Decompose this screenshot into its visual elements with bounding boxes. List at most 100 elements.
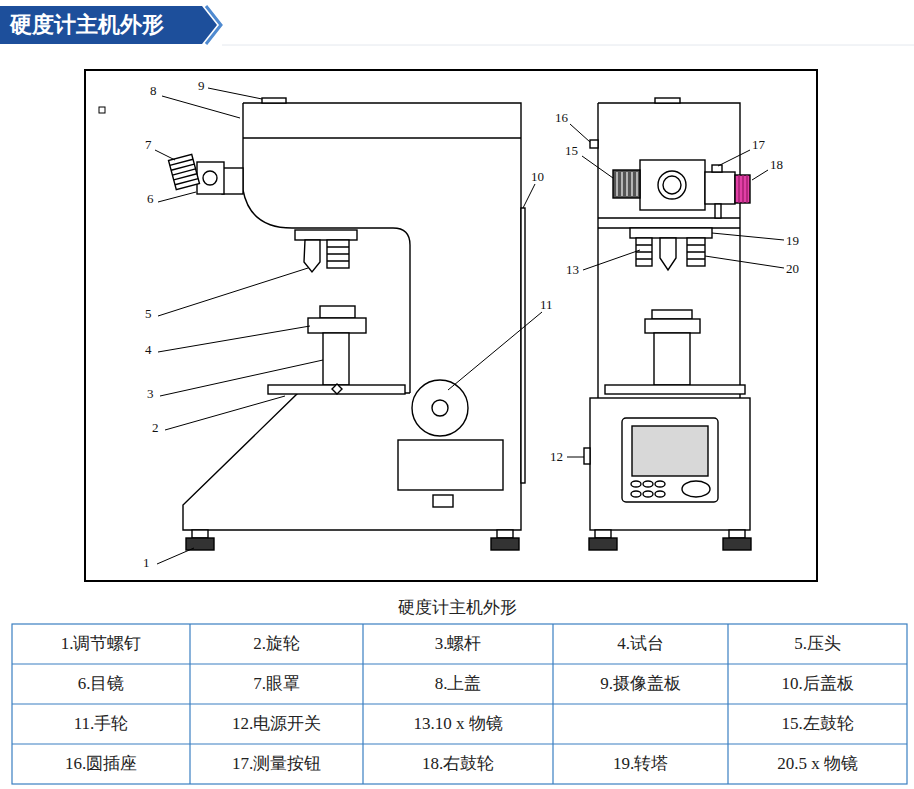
leader-lines-part (718, 150, 750, 166)
front-view-machine-part (654, 333, 690, 385)
front-view-machine-part (617, 172, 637, 196)
front-view-machine-part (589, 538, 617, 550)
leader-lines-part (155, 150, 175, 160)
leader-lines-part (752, 170, 768, 180)
side-view-machine (169, 98, 525, 550)
callout-number: 6 (147, 192, 154, 206)
side-view-machine-part (197, 162, 224, 194)
leader-lines-part (157, 548, 194, 564)
figure-caption: 硬度计主机外形 (0, 596, 914, 618)
front-view-machine-part (631, 491, 641, 497)
front-view-machine-part (652, 310, 692, 319)
callout-number: 16 (555, 111, 568, 125)
side-view-machine-part (308, 318, 366, 333)
side-view-machine-part (268, 385, 405, 394)
leader-lines-part (570, 124, 590, 142)
front-view-machine-part (630, 228, 712, 238)
callout-number: 15 (565, 144, 578, 158)
table-cell: 13.10 x 物镜 (364, 704, 552, 744)
title-banner (0, 6, 914, 45)
title-banner-part (0, 6, 217, 44)
side-view-machine-part (491, 538, 519, 550)
table-cell: 3.螺杆 (364, 624, 552, 664)
parts-table-part (12, 663, 907, 664)
front-view-machine-part (631, 481, 641, 487)
side-view-machine-part (521, 208, 525, 483)
table-cell: 15.左鼓轮 (729, 704, 906, 744)
front-view-machine (584, 98, 751, 550)
table-cell: 17.测量按钮 (191, 744, 362, 784)
front-view-machine-part (584, 448, 590, 464)
callout-number: 20 (786, 262, 799, 276)
leader-lines-part (523, 184, 535, 208)
front-view-machine-part (643, 491, 653, 497)
leader-lines-part (448, 312, 542, 390)
table-cell: 2.旋轮 (191, 624, 362, 664)
front-view-machine-part (643, 481, 653, 487)
side-view-machine-part (497, 530, 513, 538)
side-view-machine-part (192, 530, 208, 538)
banner-title: 硬度计主机外形 (10, 7, 164, 43)
callout-number: 3 (147, 387, 154, 401)
table-cell: 9.摄像盖板 (554, 664, 727, 704)
leader-lines-part (582, 156, 613, 178)
front-view-machine-part (735, 175, 750, 203)
callout-number: 4 (145, 343, 152, 357)
callout-number: 9 (198, 79, 205, 93)
side-view-machine-part (327, 247, 349, 261)
side-view-machine-part (169, 154, 200, 189)
front-view-machine-part (655, 491, 665, 497)
side-view-machine-part (323, 333, 349, 385)
side-view-machine-part (183, 103, 521, 530)
front-view-machine-part (605, 385, 745, 394)
table-cell: 7.眼罩 (191, 664, 362, 704)
drawing-frame-part (99, 107, 105, 113)
front-view-machine-part (640, 160, 705, 210)
table-cell: 10.后盖板 (729, 664, 906, 704)
leader-lines-part (158, 192, 196, 202)
front-view-machine-part (598, 218, 740, 228)
parts-table-part (12, 624, 907, 784)
side-view-machine-part (295, 230, 357, 240)
leader-lines-part (158, 268, 308, 316)
front-view-machine-part (739, 175, 747, 203)
side-view-machine-part (262, 98, 286, 103)
leader-lines-part (160, 360, 323, 396)
callout-number: 5 (145, 307, 152, 321)
front-view-machine-part (622, 418, 718, 502)
leader-lines-part (165, 396, 285, 430)
callout-number: 8 (150, 84, 157, 98)
side-view-machine-part (432, 400, 448, 416)
table-cell: 16.圆插座 (13, 744, 189, 784)
table-cell: 12.电源开关 (191, 704, 362, 744)
title-banner-part (206, 6, 221, 44)
front-view-machine-part (712, 165, 722, 172)
leader-lines-part (712, 233, 784, 240)
side-view-machine-part (186, 538, 214, 550)
parts-table-part (12, 743, 907, 744)
table-cell: 20.5 x 物镜 (729, 744, 906, 784)
callout-number: 11 (540, 298, 553, 312)
table-cell: 18.右鼓轮 (364, 744, 552, 784)
callout-number: 19 (786, 234, 799, 248)
side-view-machine-part (433, 495, 453, 507)
front-view-machine-part (598, 103, 740, 398)
front-view-machine-part (645, 319, 700, 333)
side-view-machine-part (412, 380, 468, 436)
parts-table-part (189, 624, 190, 784)
side-view-machine-part (243, 103, 410, 393)
front-view-machine-part (613, 170, 640, 198)
front-view-machine-part (663, 176, 681, 194)
front-view-machine-part (636, 245, 652, 259)
side-view-machine-part (169, 154, 200, 189)
front-view-machine-part (715, 204, 721, 218)
leader-lines-part (208, 88, 262, 99)
front-view-machine-part (632, 426, 708, 476)
parts-table-part (552, 624, 553, 784)
side-view-machine-part (243, 137, 521, 138)
front-view-machine-part (595, 530, 611, 538)
front-view-machine-part (636, 238, 652, 266)
callout-number: 17 (752, 138, 765, 152)
